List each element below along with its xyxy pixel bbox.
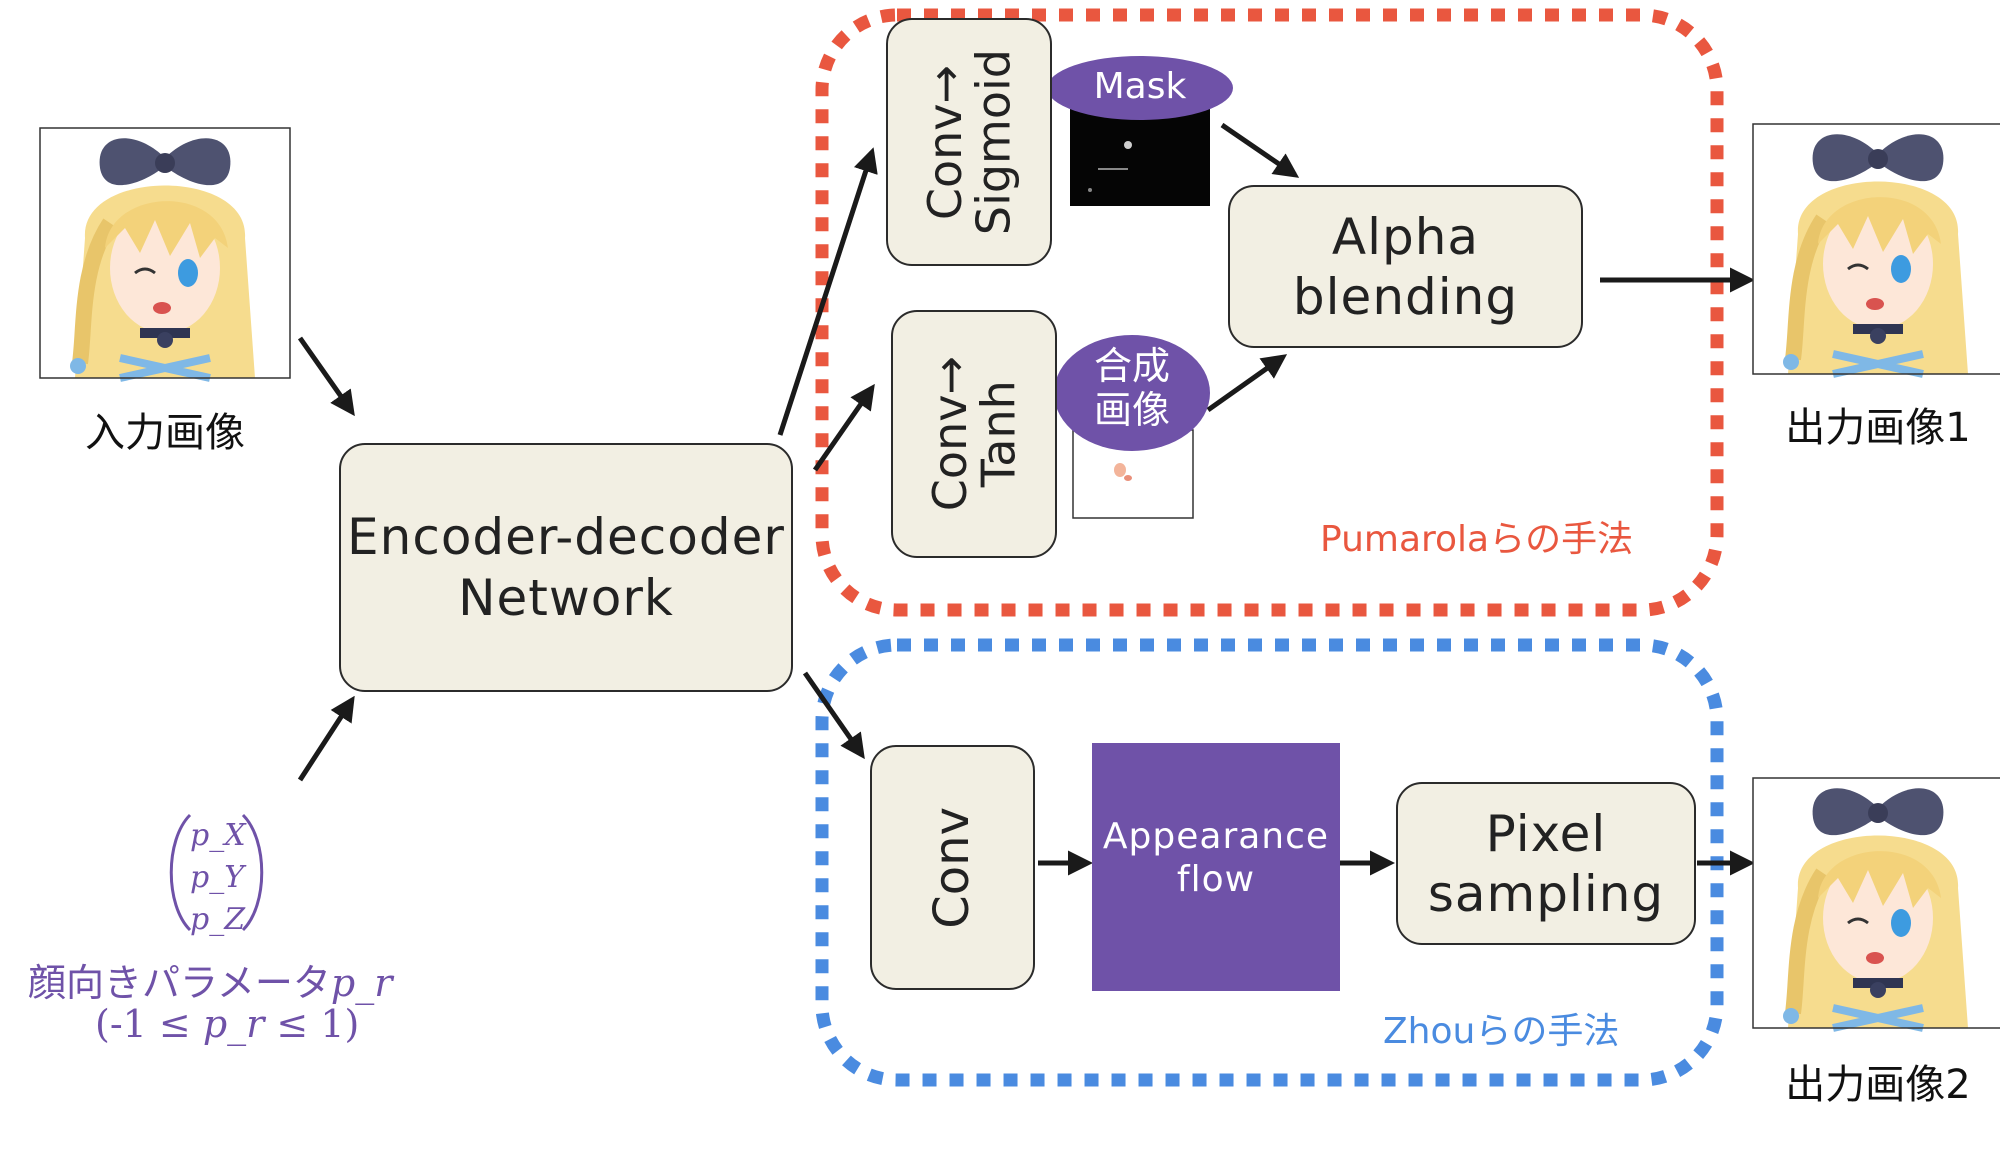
composite-label: 合成 画像 — [1054, 344, 1210, 432]
arrow-input-to-encoder — [297, 336, 355, 417]
mask-label: Mask — [1093, 66, 1187, 107]
conv-label: Conv — [924, 806, 981, 929]
pixel-line1: Pixel — [1485, 804, 1607, 863]
arrow-composite-to-alpha — [1206, 354, 1288, 413]
vector-paren-right — [241, 813, 264, 932]
composite-image — [1072, 429, 1194, 519]
composite-badge — [1054, 335, 1210, 451]
conv-tanh-line2: Tanh — [971, 380, 1025, 488]
pixel-sampling-box: Pixel sampling — [1396, 782, 1696, 945]
conv-sigmoid-box: Conv→ Sigmoid — [886, 18, 1052, 266]
arrow-encoder-to-conv-sigmoid — [777, 147, 878, 436]
param-label-symbol: p_r — [330, 961, 393, 1005]
param-label-prefix: 顔向きパラメータ — [28, 961, 331, 1005]
arrow-encoder-to-conv — [802, 671, 865, 760]
alpha-blending-box: Alpha blending — [1228, 185, 1583, 348]
param-px: p_X — [190, 818, 246, 853]
output-label-2: 出力画像2 — [1785, 1062, 1971, 1108]
mask-badge — [1047, 56, 1233, 120]
encoder-decoder-box: Encoder-decoder Network — [339, 443, 793, 692]
vector-paren-left — [169, 813, 192, 932]
param-pz: p_Z — [190, 902, 246, 937]
param-range-symbol: p_r — [202, 1002, 265, 1046]
param-py: p_Y — [190, 860, 245, 895]
output-label-1: 出力画像1 — [1785, 405, 1971, 451]
appearance-flow-label: Appearance flow — [1092, 815, 1340, 901]
pumarola-region — [815, 8, 1724, 617]
conv-tanh-line1: Conv→ — [922, 356, 977, 512]
param-range-close: ≤ 1) — [264, 1002, 360, 1046]
conv-box: Conv — [870, 745, 1035, 990]
pixel-line2: sampling — [1427, 864, 1665, 923]
output-image-1 — [1753, 124, 2000, 374]
flow-line1: Appearance — [1102, 816, 1330, 857]
param-range-open: (-1 ≤ — [95, 1002, 203, 1046]
param-vector: p_X p_Y p_Z — [190, 815, 246, 941]
input-label: 入力画像 — [85, 410, 245, 456]
arrow-encoder-to-conv-tanh — [812, 383, 875, 472]
zhou-caption: Zhouらの手法 — [1383, 1011, 1620, 1052]
alpha-line2: blending — [1292, 267, 1519, 326]
conv-sigmoid-line2: Sigmoid — [966, 48, 1020, 236]
arrow-mask-to-alpha — [1220, 122, 1300, 178]
composite-line1: 合成 — [1093, 344, 1170, 388]
conv-sigmoid-line1: Conv→ — [917, 64, 972, 220]
param-label: 顔向きパラメータp_r — [28, 952, 392, 1007]
encoder-line1: Encoder-decoder — [347, 507, 785, 566]
pumarola-caption: Pumarolaらの手法 — [1320, 519, 1634, 560]
alpha-line1: Alpha — [1331, 207, 1480, 266]
appearance-flow-box — [1092, 743, 1340, 991]
encoder-line2: Network — [458, 568, 674, 627]
arrow-params-to-encoder — [297, 695, 355, 782]
param-range: (-1 ≤ p_r ≤ 1) — [95, 1002, 359, 1046]
conv-tanh-box: Conv→ Tanh — [891, 310, 1057, 558]
flow-line2: flow — [1176, 859, 1256, 901]
composite-line2: 画像 — [1093, 387, 1170, 432]
output-image-2 — [1753, 778, 2000, 1028]
input-image — [40, 128, 290, 378]
